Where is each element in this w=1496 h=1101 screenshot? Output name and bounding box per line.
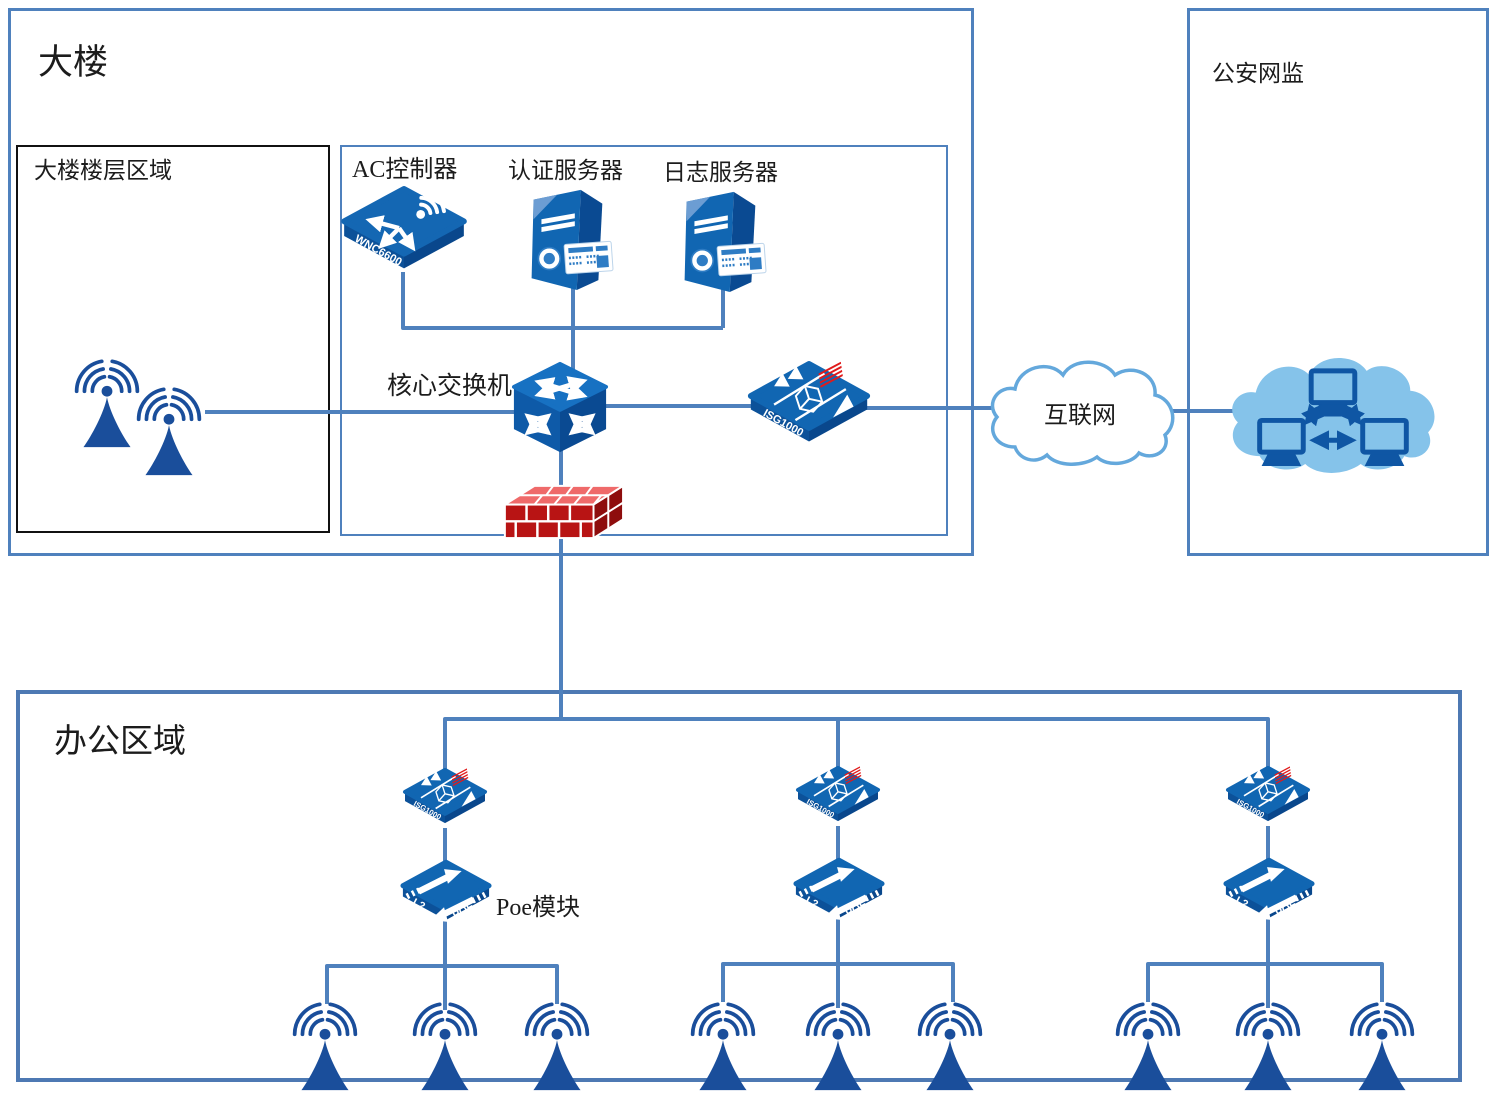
antenna-icon: [1115, 1002, 1181, 1091]
police-network-cloud: [1222, 345, 1440, 479]
office-wifi-antenna: [1089, 995, 1207, 1097]
l2-poe-switch-icon: L2 POE: [1223, 857, 1315, 920]
server-zone: [340, 145, 948, 536]
isg1000-icon: ISG1000: [747, 360, 871, 442]
floor-wifi-antenna: [48, 352, 166, 454]
poe-module-label: Poe模块: [496, 895, 580, 921]
antenna-icon: [74, 359, 140, 448]
poe-switch-2: L2 POE: [792, 857, 886, 930]
antenna-icon: [412, 1002, 478, 1091]
antenna-icon: [136, 387, 202, 476]
building-title: 大楼: [38, 43, 109, 82]
office-wifi-antenna: [779, 995, 897, 1097]
isg1000-icon: ISG1000: [1226, 765, 1310, 822]
antenna-icon: [805, 1002, 871, 1091]
core-switch: [508, 360, 612, 456]
antenna-icon: [292, 1002, 358, 1091]
office-title: 办公区域: [54, 724, 186, 760]
wnc6600-icon: WNC6600: [341, 185, 467, 269]
office-wifi-antenna: [891, 995, 1009, 1097]
auth-server: [510, 180, 620, 290]
ac-controller: WNC6600: [338, 185, 470, 289]
svg-text:L2: L2: [1233, 894, 1250, 911]
core-switch-label: 核心交换机: [387, 373, 513, 400]
server-tower-icon: [684, 191, 767, 292]
floor-wifi-antenna: [110, 380, 228, 482]
office-firewall-3: ISG1000: [1224, 765, 1312, 832]
office-wifi-antenna: [1323, 995, 1441, 1097]
log-server: [663, 182, 773, 292]
ac-controller-label: AC控制器: [352, 157, 458, 183]
police-title: 公安网监: [1212, 61, 1304, 86]
antenna-icon: [690, 1002, 756, 1091]
main-firewall: ISG1000: [745, 360, 873, 457]
l2-poe-switch-icon: L2 POE: [400, 859, 492, 922]
office-wifi-antenna: [1209, 995, 1327, 1097]
firewall-brick-wall: [497, 477, 627, 542]
office-wifi-antenna: [386, 995, 504, 1097]
l2-poe-switch-icon: L2 POE: [793, 857, 885, 920]
antenna-icon: [524, 1002, 590, 1091]
building-zone: [8, 8, 974, 556]
office-wifi-antenna: [266, 995, 384, 1097]
office-firewall-2: ISG1000: [794, 765, 882, 832]
auth-server-label: 认证服务器: [508, 158, 623, 183]
core-switch-icon: [512, 361, 608, 453]
isg1000-icon: ISG1000: [796, 765, 880, 822]
brick-wall-icon: [501, 484, 627, 540]
floor-area-zone: [16, 145, 330, 533]
svg-text:L2: L2: [410, 896, 427, 913]
antenna-icon: [917, 1002, 983, 1091]
poe-switch-3: L2 POE: [1222, 857, 1316, 930]
office-wifi-antenna: [664, 995, 782, 1097]
internet-cloud: 互联网: [985, 355, 1175, 470]
antenna-icon: [1235, 1002, 1301, 1091]
svg-text:互联网: 互联网: [1044, 402, 1116, 429]
server-tower-icon: [531, 189, 614, 290]
police-zone: [1187, 8, 1489, 556]
svg-text:L2: L2: [803, 894, 820, 911]
poe-switch-1: L2 POE: [399, 859, 493, 932]
office-wifi-antenna: [498, 995, 616, 1097]
isg1000-icon: ISG1000: [403, 767, 487, 824]
cloud-icon: 互联网: [990, 360, 1175, 466]
log-server-label: 日志服务器: [663, 160, 778, 185]
network-cloud-icon: [1232, 357, 1435, 473]
floor-area-title: 大楼楼层区域: [34, 158, 172, 183]
antenna-icon: [1349, 1002, 1415, 1091]
office-firewall-1: ISG1000: [401, 767, 489, 834]
